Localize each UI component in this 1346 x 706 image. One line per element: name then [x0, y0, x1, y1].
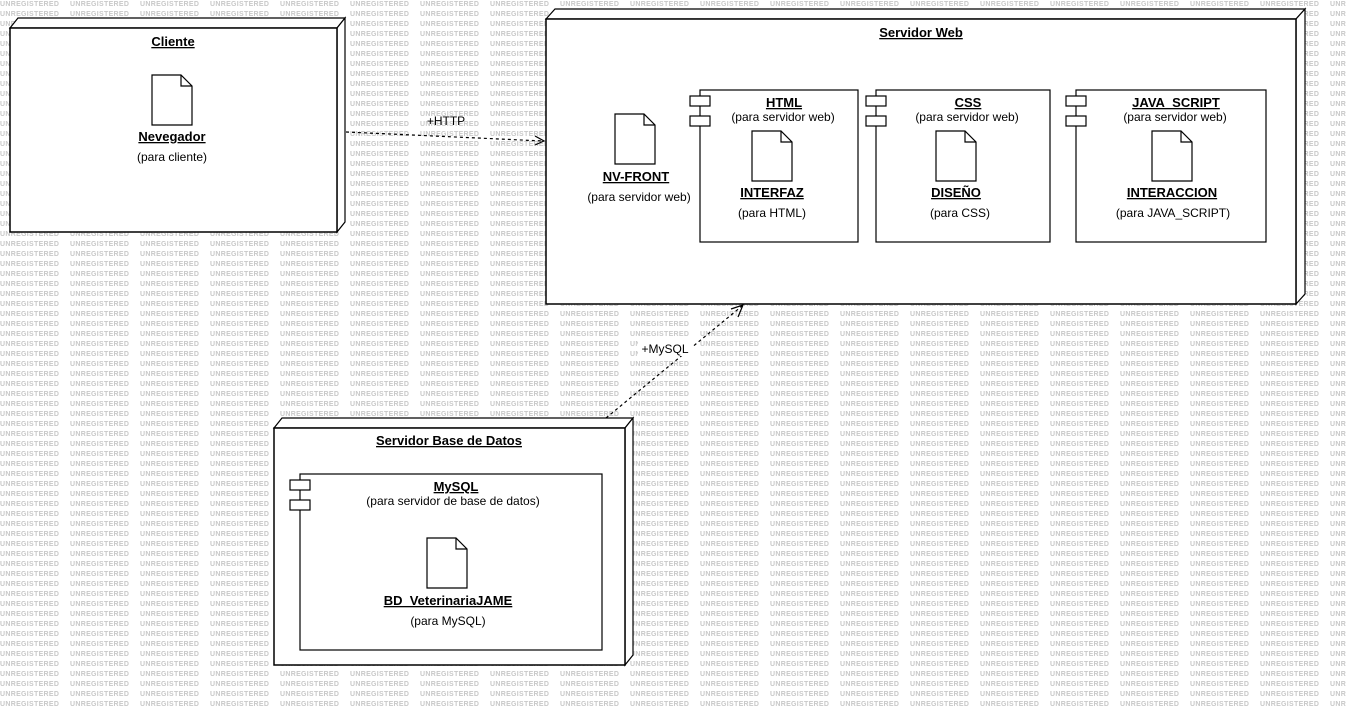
component-stereotype-html: (para servidor web): [731, 110, 834, 124]
artifact-stereotype-diseno: (para CSS): [930, 206, 990, 220]
file-icon: [151, 74, 193, 126]
artifact-stereotype-nv-front: (para servidor web): [587, 190, 690, 204]
artifact-name-interaccion: INTERACCION: [1127, 185, 1217, 200]
component-stereotype-css: (para servidor web): [915, 110, 1018, 124]
connection-mysql[interactable]: +MySQL: [605, 304, 745, 419]
connection-http[interactable]: +HTTP: [345, 114, 546, 146]
arrow-head-icon: [534, 135, 546, 146]
artifact-stereotype-interaccion: (para JAVA_SCRIPT): [1116, 206, 1230, 220]
component-css[interactable]: CSS (para servidor web) DISEÑO (para CSS…: [865, 89, 1051, 243]
connection-label-http: +HTTP: [427, 114, 465, 128]
artifact-stereotype-nevegador: (para cliente): [137, 150, 207, 164]
arrow-head-icon: [730, 304, 745, 318]
component-stereotype-javascript: (para servidor web): [1123, 110, 1226, 124]
component-stereotype-mysql: (para servidor de base de datos): [366, 494, 539, 508]
file-icon: [426, 537, 468, 589]
artifact-name-bd-veterinariajame: BD_VeterinariaJAME: [384, 593, 513, 608]
node-servidor-web[interactable]: Servidor Web NV-FRONT (para servidor web…: [544, 7, 1307, 306]
component-javascript[interactable]: JAVA_SCRIPT (para servidor web) INTERACC…: [1065, 89, 1267, 243]
component-name-mysql: MySQL: [434, 479, 479, 494]
node-title-servidor-base-de-datos: Servidor Base de Datos: [376, 433, 522, 448]
artifact-name-nv-front: NV-FRONT: [603, 169, 670, 184]
artifact-name-interfaz: INTERFAZ: [740, 185, 804, 200]
component-name-html: HTML: [766, 95, 802, 110]
component-name-javascript: JAVA_SCRIPT: [1132, 95, 1220, 110]
node-title-servidor-web: Servidor Web: [879, 25, 963, 40]
component-html[interactable]: HTML (para servidor web) INTERFAZ (para …: [689, 89, 859, 243]
artifact-stereotype-interfaz: (para HTML): [738, 206, 806, 220]
component-mysql[interactable]: MySQL (para servidor de base de datos) B…: [289, 473, 603, 651]
file-icon: [935, 130, 977, 182]
file-icon: [1151, 130, 1193, 182]
artifact-stereotype-bd-veterinariajame: (para MySQL): [410, 614, 485, 628]
file-icon: [751, 130, 793, 182]
file-icon: [614, 113, 656, 165]
connection-label-mysql: +MySQL: [641, 342, 688, 356]
component-name-css: CSS: [955, 95, 982, 110]
artifact-name-diseno: DISEÑO: [931, 185, 981, 200]
node-cliente[interactable]: Cliente Nevegador (para cliente): [8, 16, 347, 234]
node-title-cliente: Cliente: [151, 34, 194, 49]
node-servidor-base-de-datos[interactable]: Servidor Base de Datos MySQL (para servi…: [272, 416, 635, 667]
artifact-name-nevegador: Nevegador: [138, 129, 205, 144]
